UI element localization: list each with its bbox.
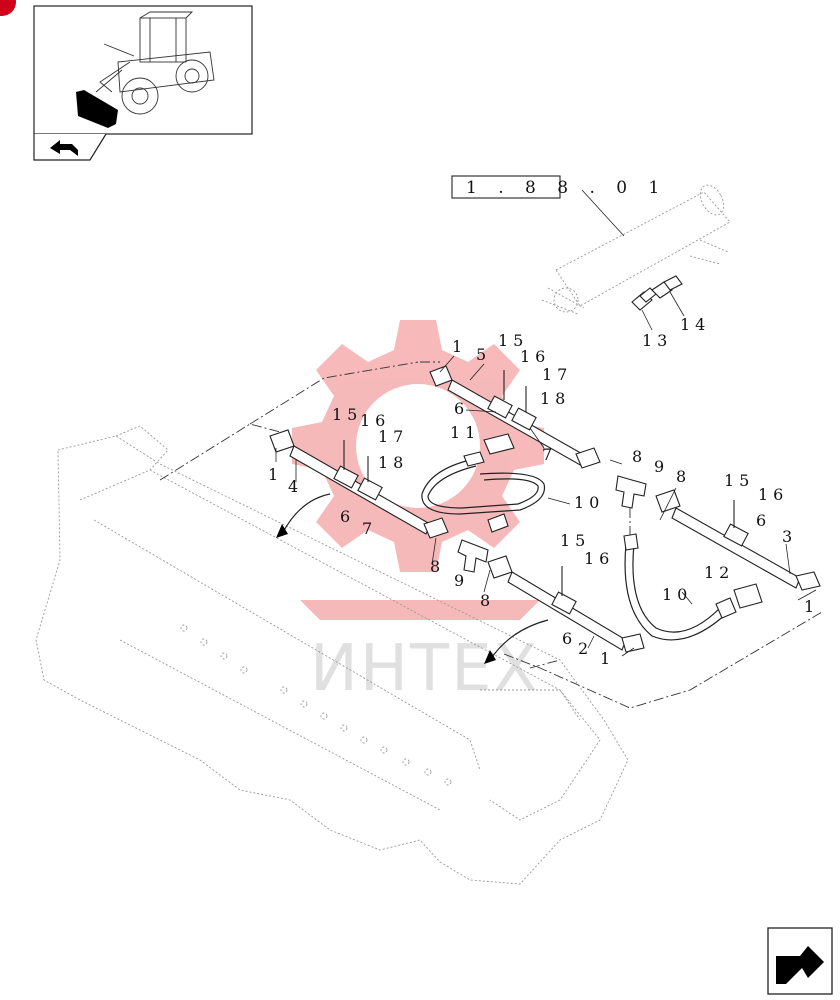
callout-15: 15 — [498, 331, 528, 350]
reference-box[interactable]: 1 . 8 8 . 0 1 — [451, 175, 667, 237]
thumbnail-frame[interactable] — [33, 5, 253, 161]
callout-16: 16 — [520, 347, 550, 366]
callout-18: 18 — [378, 453, 408, 472]
callout-3: 3 — [782, 527, 797, 546]
fitting-13 — [631, 287, 657, 331]
callout-1: 1 — [268, 465, 283, 484]
callout-6: 6 — [340, 507, 355, 526]
callout-15: 15 — [724, 471, 754, 490]
assembly-boundary — [159, 361, 823, 709]
callout-16: 16 — [758, 485, 788, 504]
hose-10-right — [623, 533, 763, 641]
callout-5: 5 — [476, 345, 491, 364]
hose-10-left — [421, 433, 546, 533]
loader-bucket — [35, 425, 629, 885]
callout-6: 6 — [562, 629, 577, 648]
arrow-back-icon[interactable] — [50, 140, 78, 156]
callout-14: 14 — [680, 315, 710, 334]
callout-17: 17 — [542, 365, 572, 384]
reference-label: 1 . 8 8 . 0 1 — [466, 178, 667, 198]
callout-15: 15 — [332, 405, 362, 424]
bucket-bolt-holes — [180, 624, 452, 786]
rotation-arrow-icon-2 — [489, 619, 549, 661]
callout-8: 8 — [480, 591, 495, 610]
watermark-gear-icon — [292, 320, 544, 620]
callout-4: 4 — [288, 477, 303, 496]
corner-badge — [0, 0, 16, 16]
pipe-assembly-left — [269, 429, 449, 539]
callout-7: 7 — [542, 445, 557, 464]
pipe-assembly-right — [655, 489, 821, 591]
callout-8: 8 — [430, 557, 445, 576]
callout-1: 1 — [600, 649, 615, 668]
fitting-14 — [651, 275, 685, 317]
pipe-assembly-upper — [429, 365, 601, 469]
loader-bucket-highlight — [76, 90, 118, 128]
callout-17: 17 — [378, 427, 408, 446]
callout-leaders — [275, 355, 817, 657]
callout-9: 9 — [454, 571, 469, 590]
callout-10: 10 — [574, 493, 604, 512]
callout-16: 16 — [584, 549, 614, 568]
callout-18: 18 — [540, 389, 570, 408]
callout-15: 15 — [560, 531, 590, 550]
callouts: 1 1 1 1 2 3 4 5 6 6 6 6 7 7 8 8 8 8 9 9 … — [268, 315, 819, 668]
callout-10: 10 — [662, 585, 692, 604]
callout-6: 6 — [756, 511, 771, 530]
callout-2: 2 — [578, 639, 593, 658]
pipe-assembly-lower — [484, 555, 645, 664]
watermark-text: ИНТЕХ — [310, 632, 539, 706]
arrow-forward-icon — [776, 946, 824, 984]
callout-1: 1 — [452, 337, 467, 356]
callout-11: 11 — [450, 423, 480, 442]
hydraulic-cylinder — [541, 184, 731, 315]
callout-8: 8 — [632, 447, 647, 466]
callout-13: 13 — [642, 331, 672, 350]
callout-8: 8 — [676, 467, 691, 486]
rotation-arrow-icon — [281, 493, 331, 535]
callout-12: 12 — [704, 563, 734, 582]
callout-16: 16 — [360, 411, 390, 430]
tee-fitting-9-lower — [457, 539, 489, 573]
callout-1: 1 — [804, 597, 819, 616]
tee-fitting-9-upper — [615, 475, 647, 540]
callout-9: 9 — [654, 457, 669, 476]
callout-7: 7 — [362, 519, 377, 538]
wheel-loader-icon — [95, 11, 215, 115]
next-page-button[interactable] — [767, 927, 833, 995]
callout-6: 6 — [454, 399, 469, 418]
